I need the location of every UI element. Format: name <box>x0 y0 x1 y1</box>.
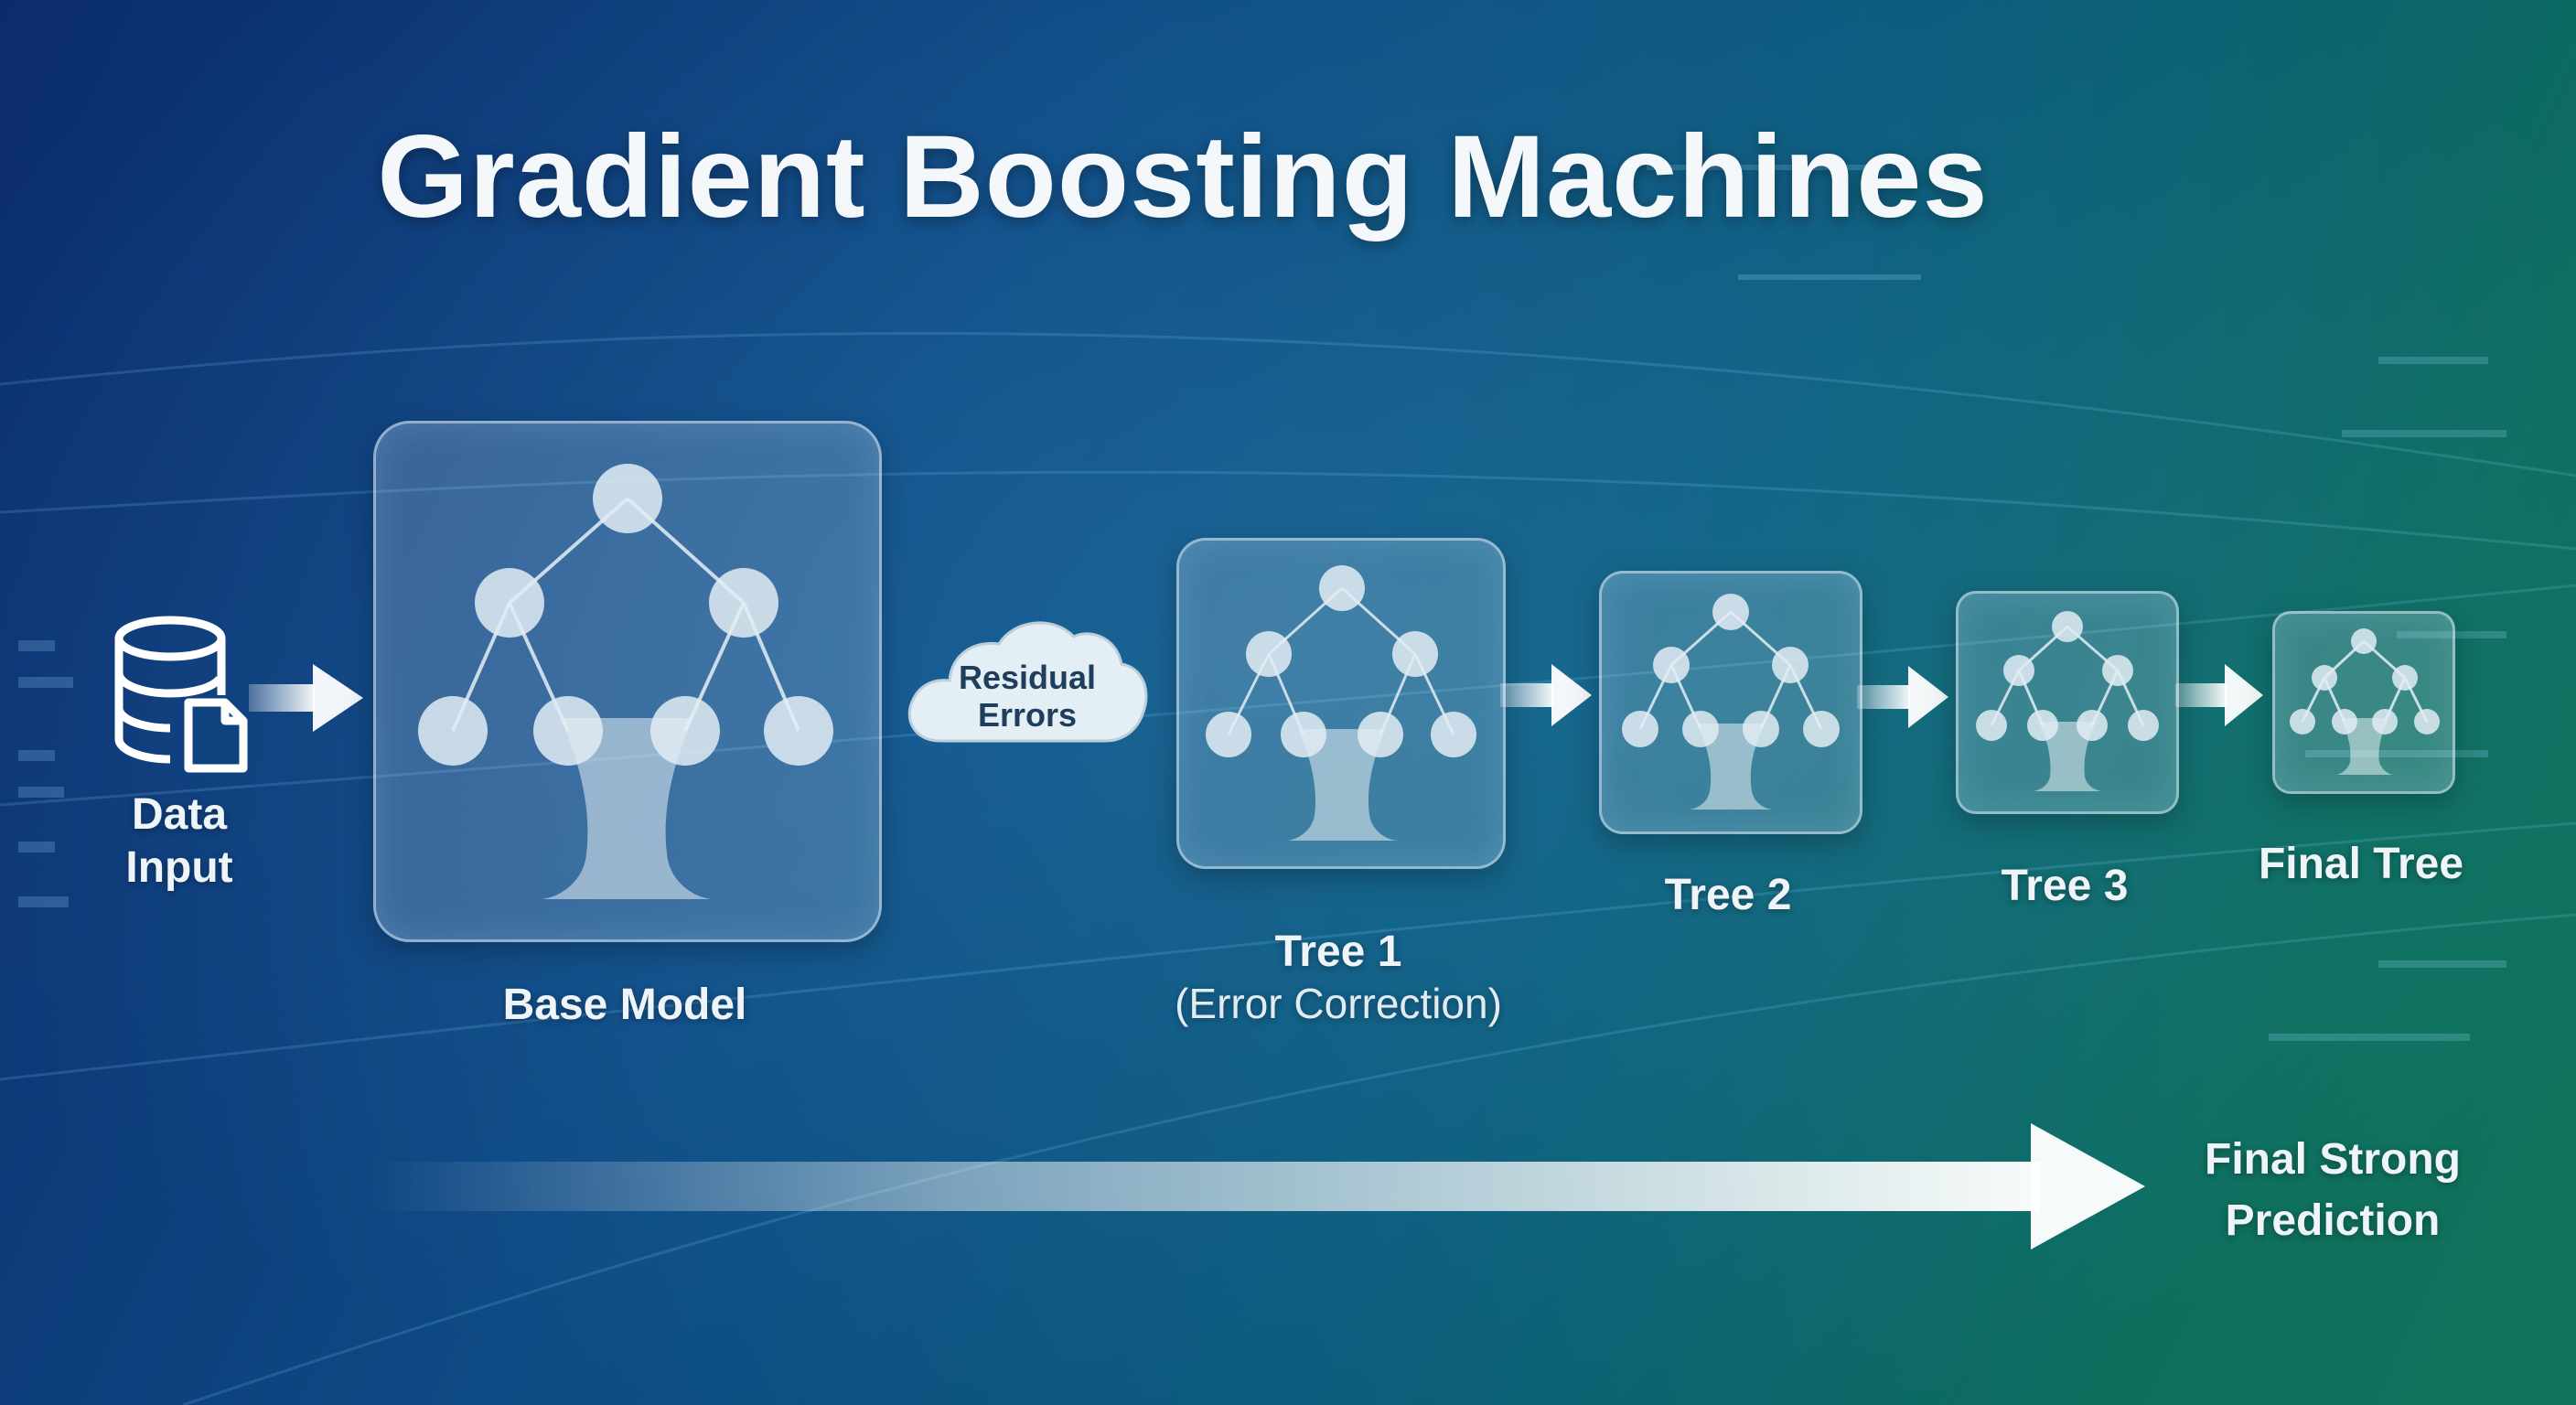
arrow-tree1-to-tree2 <box>1500 664 1592 726</box>
tree-3-box <box>1956 591 2179 814</box>
cloud-icon <box>907 621 1148 743</box>
arrow-tree3-to-final <box>2175 664 2263 726</box>
final-prediction-line2: Prediction <box>2225 1196 2441 1246</box>
data-input-line2: Input <box>125 842 233 892</box>
tree-1-title: Tree 1 <box>1274 928 1402 976</box>
database-icon <box>114 616 248 773</box>
tree-2-box <box>1599 571 1862 834</box>
final-tree-label: Final Tree <box>2258 840 2464 888</box>
tree-3-label: Tree 3 <box>2001 862 2129 910</box>
tree-1-label: Tree 1 (Error Correction) <box>1112 926 1564 1029</box>
progress-arrow <box>366 1123 2145 1249</box>
tree-icon <box>1206 565 1476 841</box>
residual-line2: Errors <box>977 696 1078 735</box>
base-model-box <box>373 421 882 942</box>
residual-errors-cloud: Residual Errors <box>904 604 1151 750</box>
final-tree-box <box>2272 611 2455 794</box>
final-prediction-line1: Final Strong <box>2205 1135 2461 1184</box>
data-input-label: Data Input <box>91 788 267 894</box>
data-input-line1: Data <box>131 790 228 839</box>
tree-2-label: Tree 2 <box>1664 871 1792 919</box>
tree-icon <box>1622 594 1840 810</box>
arrow-tree2-to-tree3 <box>1857 666 1948 728</box>
tree-icon <box>2290 628 2440 775</box>
residual-errors-text: Residual Errors <box>904 659 1151 735</box>
residual-line1: Residual <box>958 659 1097 696</box>
base-model-label: Base Model <box>502 981 747 1029</box>
tree-icon <box>418 464 833 899</box>
tree-1-sublabel: (Error Correction) <box>1175 979 1502 1027</box>
final-prediction-label: Final Strong Prediction <box>2159 1129 2506 1251</box>
page-title: Gradient Boosting Machines <box>377 112 1989 242</box>
tree-1-box <box>1176 538 1506 869</box>
tree-icon <box>1976 611 2159 791</box>
arrow-input-to-base <box>249 664 363 732</box>
